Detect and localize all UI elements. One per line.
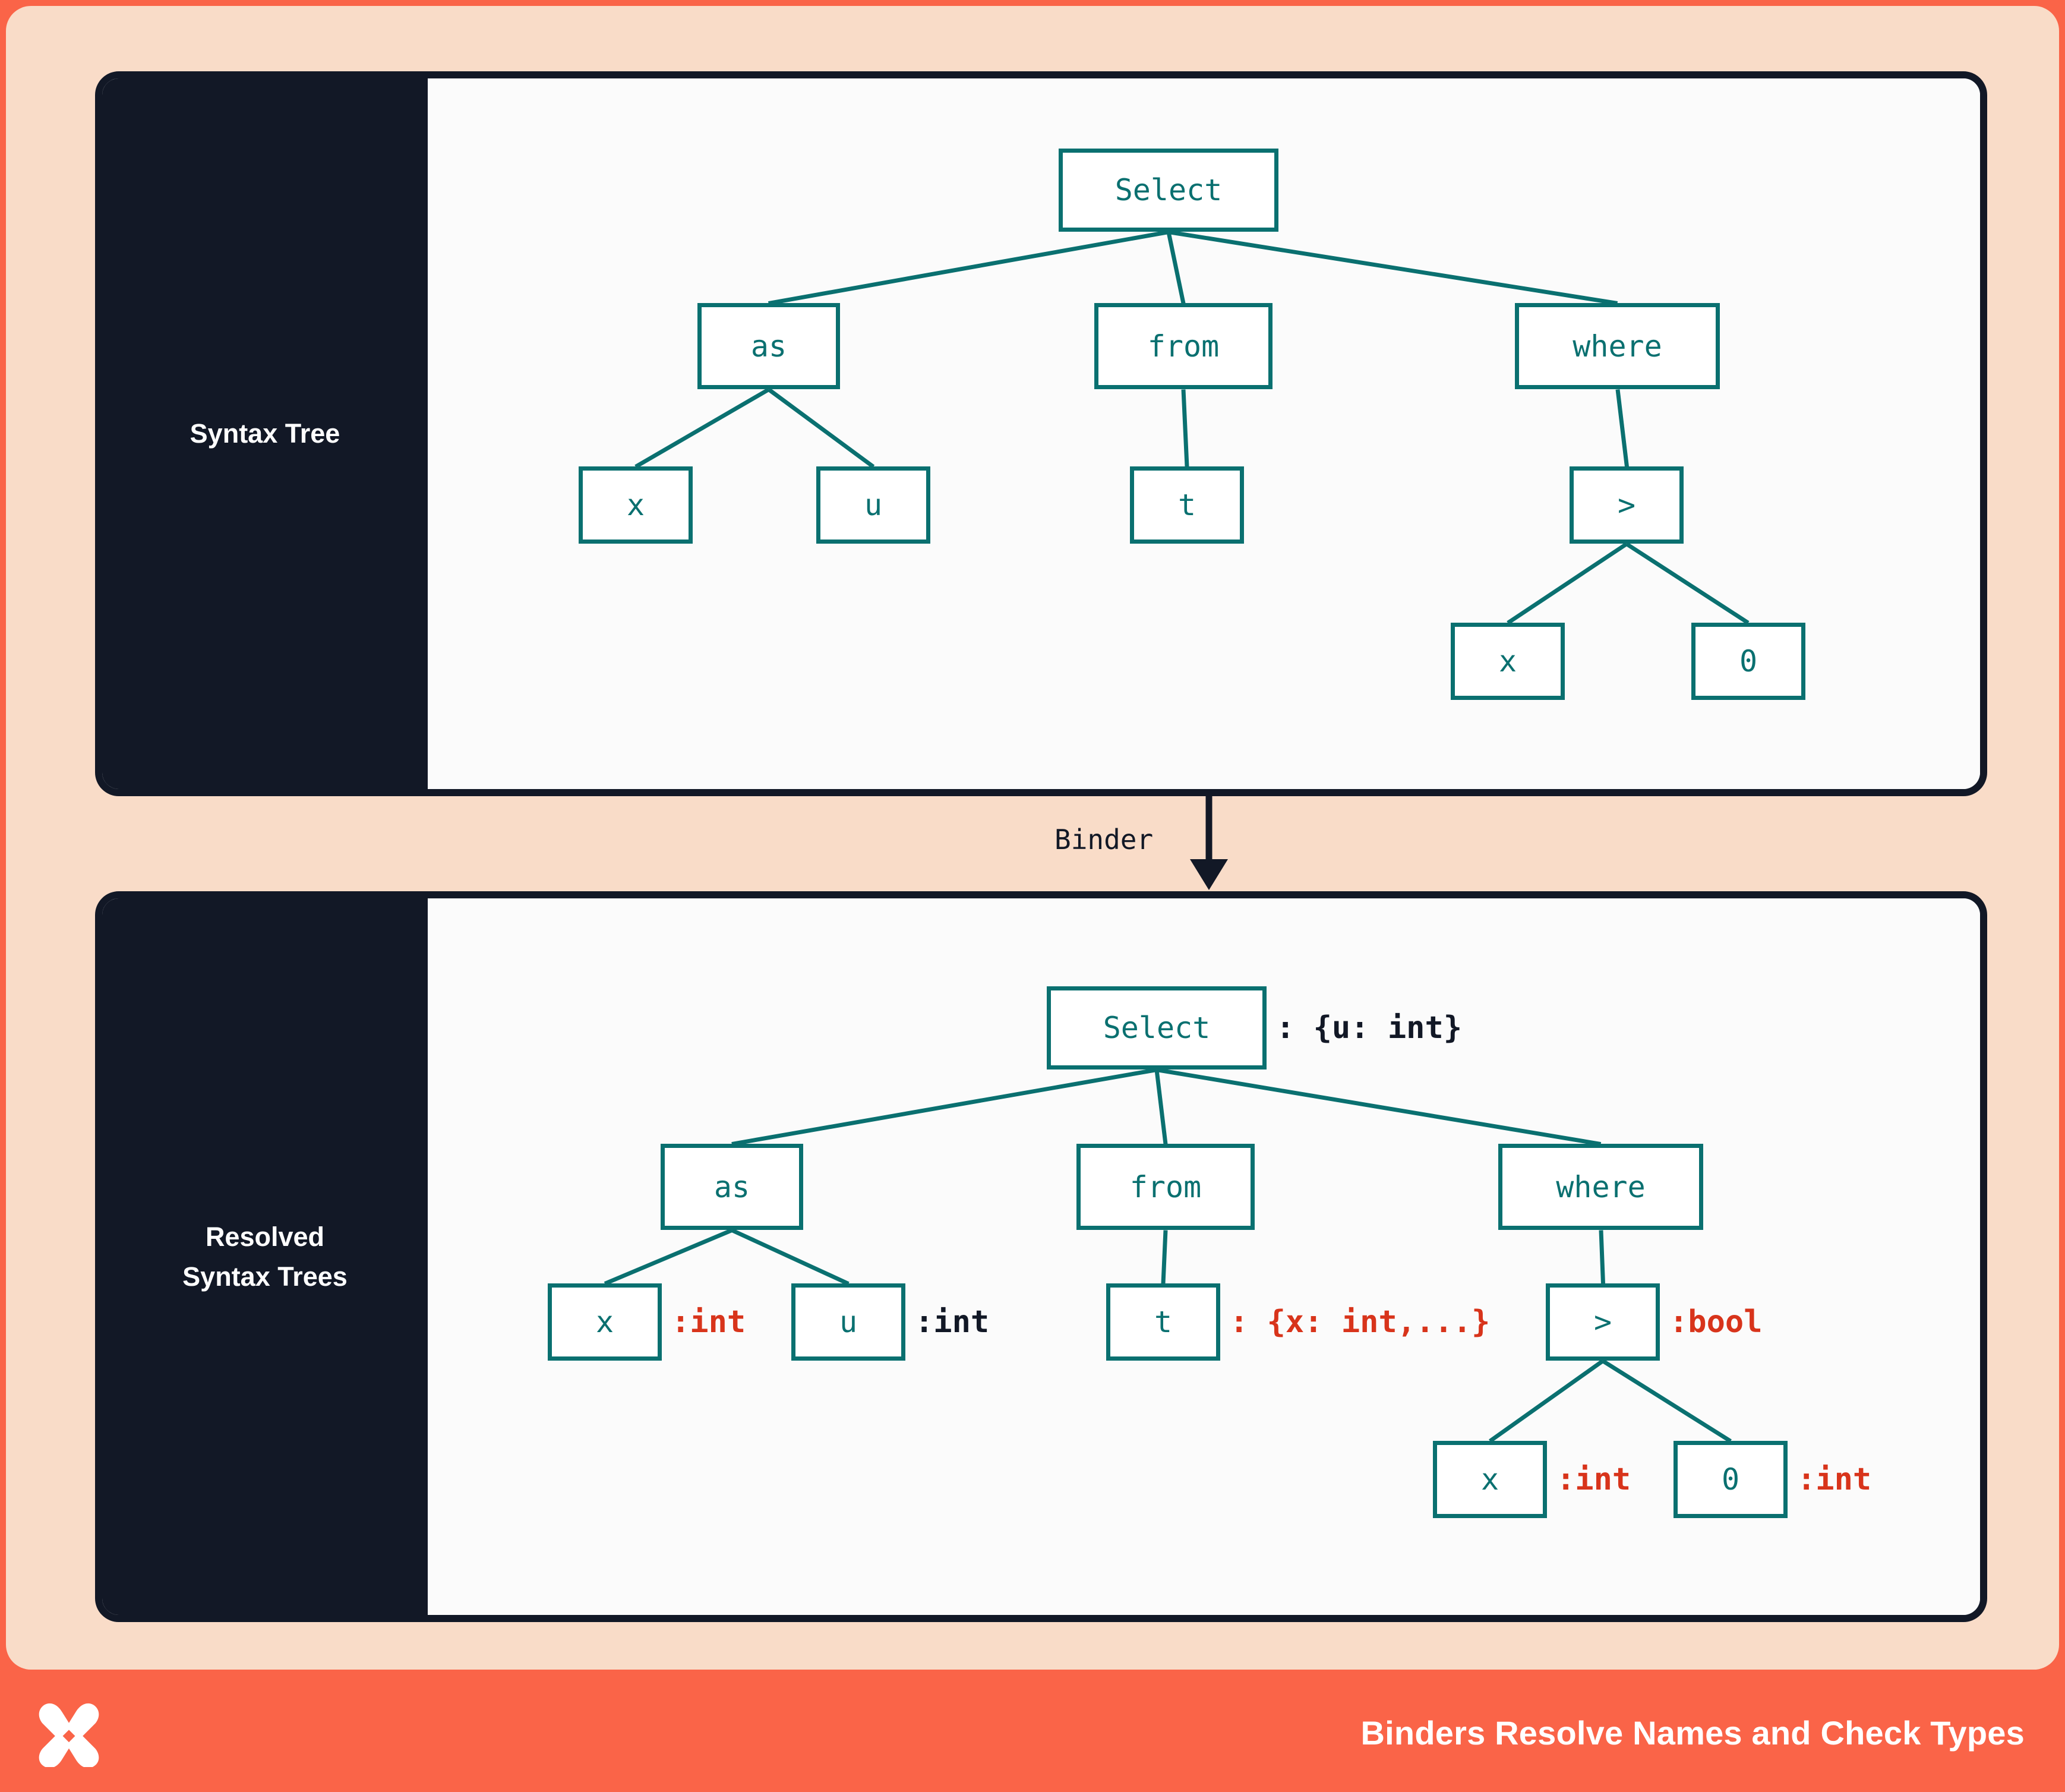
type-annotation-zero: :int: [1797, 1462, 1872, 1497]
type-annotation-gt: :bool: [1669, 1304, 1763, 1340]
tree-node-as[interactable]: as: [661, 1144, 803, 1230]
tree-node-u[interactable]: u: [791, 1283, 905, 1361]
tree-edge: [1168, 229, 1618, 305]
panel-label-line-2: Syntax Trees: [182, 1261, 348, 1292]
binder-label: Binder: [1054, 824, 1154, 856]
panel-resolved-syntax-trees-label: Resolved Syntax Trees: [182, 1217, 348, 1297]
tree-edge: [604, 1228, 733, 1286]
binder-transition: Binder: [95, 796, 1987, 891]
tree-edge: [731, 1067, 1157, 1146]
tree-node-t[interactable]: t: [1130, 466, 1244, 544]
tree-node-zero[interactable]: 0: [1674, 1441, 1788, 1518]
type-annotation-x2: :int: [1556, 1462, 1631, 1497]
tree-node-gt[interactable]: >: [1546, 1283, 1660, 1361]
tree-node-as[interactable]: as: [697, 303, 840, 389]
tree-edge: [1599, 1229, 1605, 1284]
tree-edge: [731, 1228, 850, 1286]
footer-bar: Binders Resolve Names and Check Types: [0, 1673, 2065, 1792]
type-annotation-x1: :int: [671, 1304, 746, 1340]
panel-resolved-syntax-trees-sidebar: Resolved Syntax Trees: [102, 898, 428, 1615]
tree-node-x2[interactable]: x: [1433, 1441, 1547, 1518]
tree-edge: [1602, 1359, 1732, 1443]
tree-node-x1[interactable]: x: [548, 1283, 662, 1361]
type-annotation-t: : {x: int,...}: [1230, 1304, 1491, 1340]
panel-resolved-syntax-trees: Resolved Syntax Trees Select: {u: int} as…: [95, 891, 1987, 1622]
diagram-canvas: Syntax Tree Select as from where x u t > x 0 Bind…: [6, 6, 2059, 1670]
panel-label-line-1: Resolved: [205, 1221, 325, 1252]
tree-node-x2[interactable]: x: [1451, 623, 1565, 700]
tree-node-select[interactable]: Select: [1047, 986, 1267, 1069]
tree-edge: [1156, 1067, 1602, 1146]
type-annotation-select: : {u: int}: [1276, 1010, 1463, 1046]
down-arrow-icon: [1190, 796, 1228, 890]
panel-syntax-tree-sidebar: Syntax Tree: [102, 78, 428, 789]
tree-node-select[interactable]: Select: [1059, 149, 1278, 232]
tree-edge: [1161, 1229, 1168, 1284]
panel-syntax-tree: Syntax Tree Select as from where x u t > x 0: [95, 71, 1987, 796]
tree-edge: [1154, 1069, 1168, 1144]
tree-node-u[interactable]: u: [816, 466, 930, 544]
tree-node-gt[interactable]: >: [1570, 466, 1684, 544]
tree-edge: [1488, 1359, 1605, 1443]
tree-edge: [1625, 542, 1750, 624]
tree-node-where[interactable]: where: [1515, 303, 1720, 389]
tree-edge: [1181, 389, 1189, 467]
tree-edge: [1507, 542, 1628, 624]
tree-node-from[interactable]: from: [1076, 1144, 1255, 1230]
butterfly-x-logo: [39, 1703, 99, 1767]
panel-syntax-tree-label: Syntax Tree: [190, 418, 340, 449]
tree-node-t[interactable]: t: [1106, 1283, 1220, 1361]
tree-node-from[interactable]: from: [1094, 303, 1273, 389]
syntax-tree-canvas: Select as from where x u t > x 0: [428, 78, 1980, 789]
tree-node-where[interactable]: where: [1498, 1144, 1703, 1230]
tree-node-x1[interactable]: x: [579, 466, 693, 544]
tree-edge: [767, 387, 875, 468]
tree-edge: [1166, 231, 1186, 304]
type-annotation-u: :int: [915, 1304, 990, 1340]
tree-node-zero[interactable]: 0: [1691, 623, 1805, 700]
footer-caption: Binders Resolve Names and Check Types: [1360, 1714, 2025, 1752]
tree-edge: [768, 229, 1169, 305]
tree-edge: [634, 387, 770, 469]
tree-edge: [1615, 389, 1629, 467]
